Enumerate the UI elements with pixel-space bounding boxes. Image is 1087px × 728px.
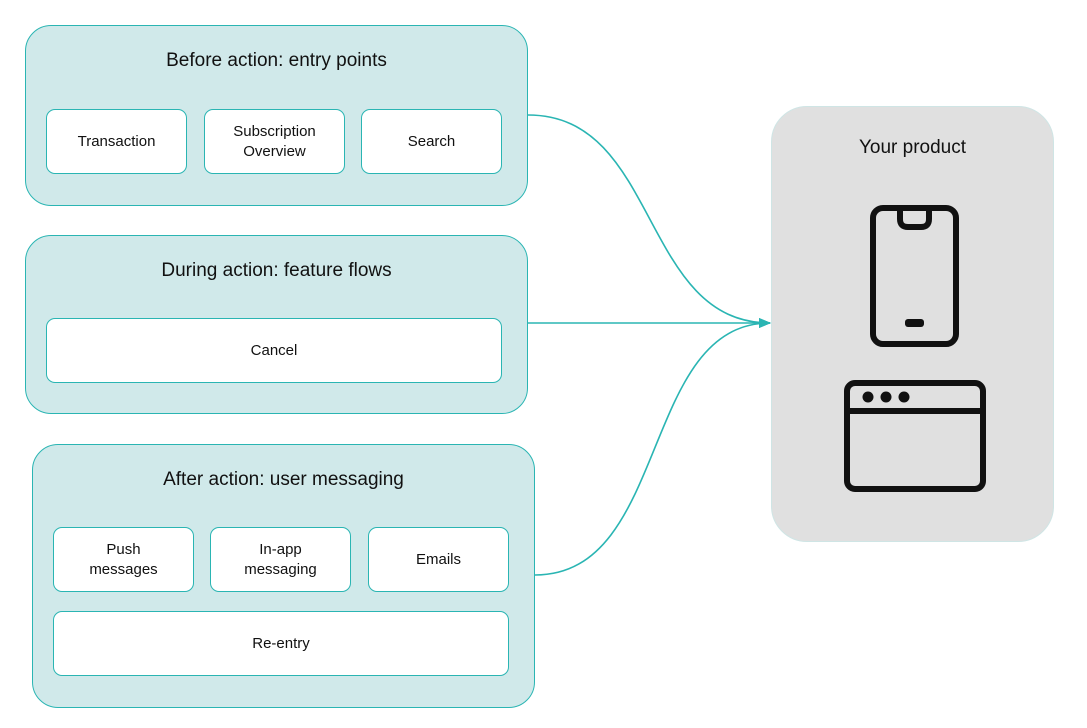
group-title: Before action: entry points <box>166 50 387 71</box>
group-before-action: Before action: entry points Transaction … <box>25 25 528 206</box>
group-during-action: During action: feature flows Cancel <box>25 235 528 414</box>
group-title: After action: user messaging <box>163 469 404 490</box>
chip-transaction[interactable]: Transaction <box>46 109 187 174</box>
chip-emails[interactable]: Emails <box>368 527 509 592</box>
product-title: Your product <box>858 137 967 158</box>
chip-search[interactable]: Search <box>361 109 502 174</box>
group-title: During action: feature flows <box>161 260 392 281</box>
chip-in-app-messaging[interactable]: In-app messaging <box>210 527 351 592</box>
group-after-action: After action: user messaging Push messag… <box>32 444 535 708</box>
connector-before-to-product <box>527 114 771 328</box>
chip-re-entry[interactable]: Re-entry <box>53 611 509 676</box>
connector-after-to-product <box>534 318 771 576</box>
product-panel: Your product <box>771 106 1054 542</box>
chip-cancel[interactable]: Cancel <box>46 318 502 383</box>
chip-subscription-overview[interactable]: Subscription Overview <box>204 109 345 174</box>
chip-push-messages[interactable]: Push messages <box>53 527 194 592</box>
